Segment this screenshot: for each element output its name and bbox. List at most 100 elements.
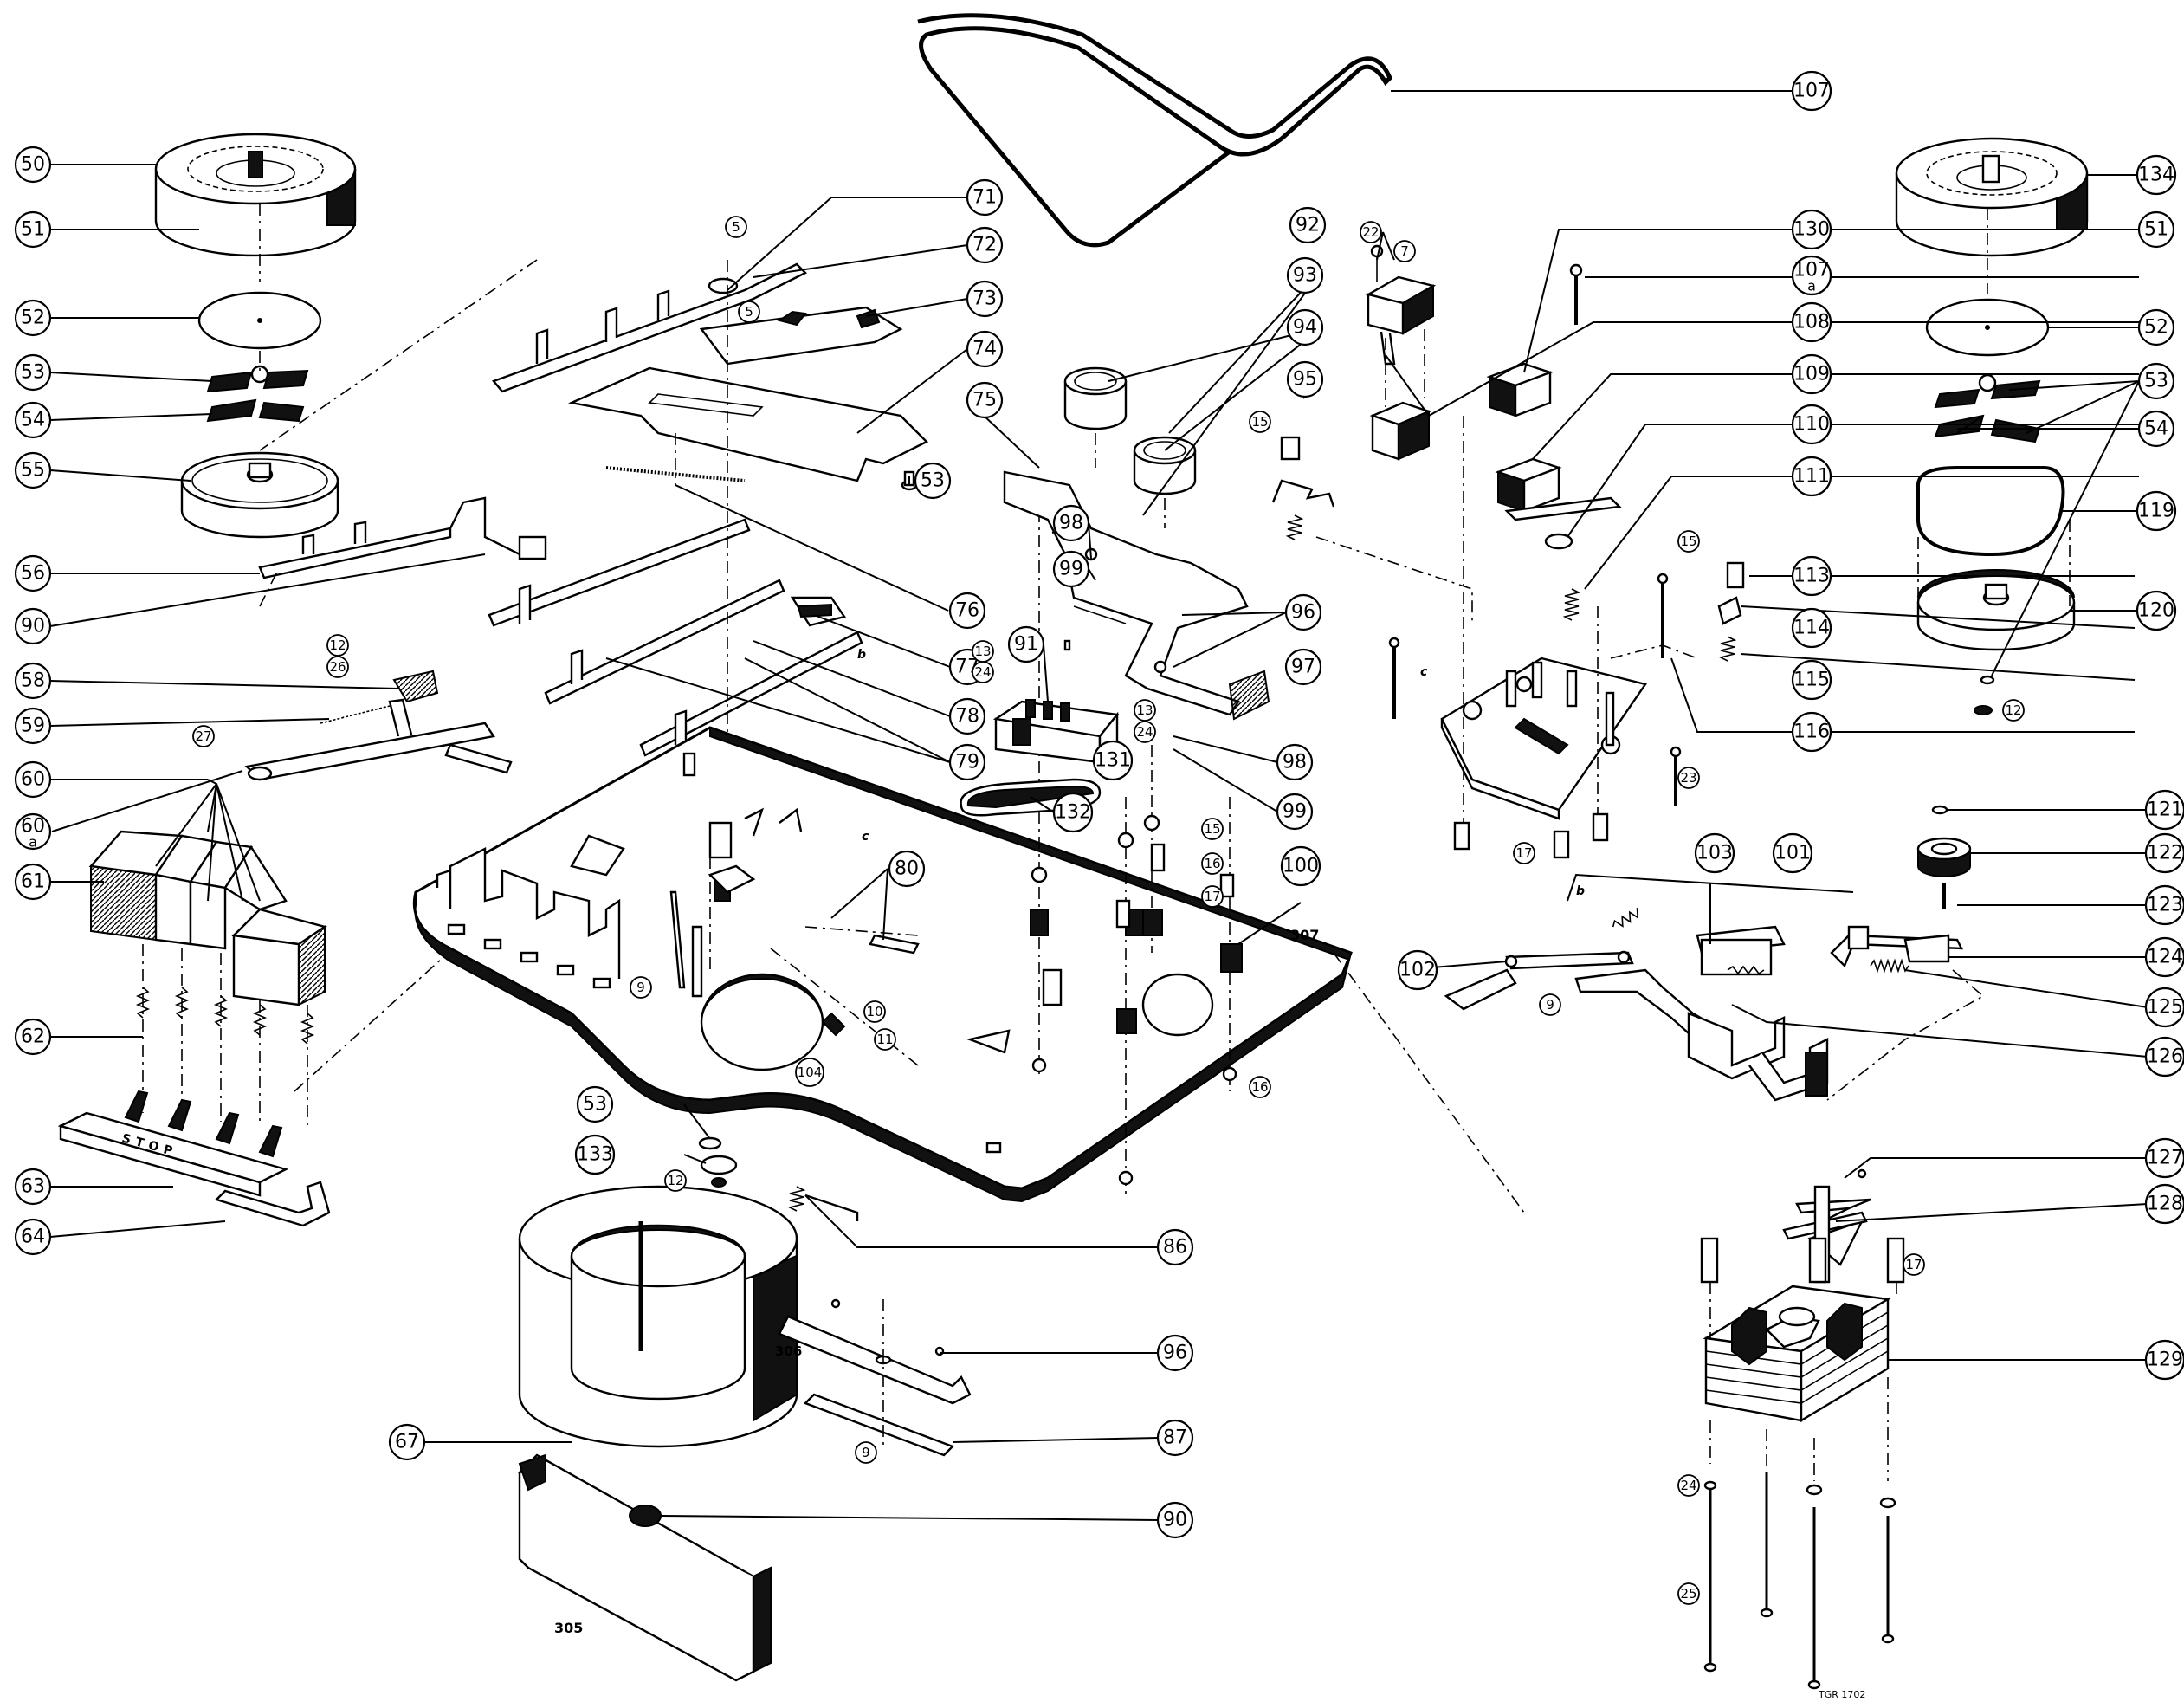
callout-96-bottom: 96 [1156,1334,1194,1372]
svg-text:60: 60 [21,816,45,838]
leader-lines [49,90,2148,1521]
callout-72: 72 [966,226,1004,264]
svg-text:53: 53 [583,1094,607,1116]
callout-124: 124 [2144,936,2184,978]
svg-text:5: 5 [732,219,740,235]
svg-text:15: 15 [1680,534,1696,549]
small-callout-11: 11 [874,1028,896,1051]
small-callout-5-top: 5 [725,216,747,238]
callout-99-bottom: 99 [1276,793,1314,831]
svg-text:129: 129 [2147,1349,2183,1371]
svg-text:116: 116 [1793,722,1830,743]
callout-122: 122 [2144,832,2184,874]
svg-text:23: 23 [1680,770,1696,786]
callout-53-left: 53 [14,353,52,392]
svg-text:10: 10 [866,1004,882,1019]
svg-text:24: 24 [1136,724,1153,740]
svg-text:a: a [1807,278,1816,294]
callout-121: 121 [2144,789,2184,831]
callout-132: 132 [1052,792,1094,833]
svg-text:60: 60 [21,769,45,791]
svg-text:108: 108 [1793,312,1830,333]
svg-text:9: 9 [862,1445,870,1460]
svg-text:111: 111 [1793,466,1830,488]
svg-text:50: 50 [21,154,45,176]
callout-86: 86 [1156,1228,1194,1266]
svg-text:121: 121 [2147,799,2183,821]
svg-text:95: 95 [1293,369,1317,391]
svg-text:97: 97 [1291,657,1315,678]
svg-text:91: 91 [1014,634,1038,656]
callout-109: 109 [1791,353,1832,395]
svg-text:12: 12 [667,1173,683,1188]
bracket-number-305: 305 [554,1620,583,1636]
small-callout-5-mid: 5 [738,301,760,323]
callout-108: 108 [1791,301,1832,343]
svg-text:90: 90 [1163,1510,1187,1531]
svg-text:78: 78 [955,706,979,728]
svg-text:101: 101 [1774,843,1811,864]
svg-text:103: 103 [1696,843,1733,864]
small-callout-104: 104 [795,1058,824,1087]
lever-assembly-101-102: b [1444,884,1829,1102]
small-callout-12-bottom: 12 [664,1169,687,1192]
callout-127: 127 [2144,1137,2184,1179]
callout-96-top: 96 [1284,593,1322,631]
svg-text:123: 123 [2147,895,2183,916]
callout-61: 61 [14,863,52,901]
callout-92: 92 [1289,206,1327,244]
svg-text:13: 13 [974,644,991,659]
svg-text:114: 114 [1793,618,1830,639]
small-callout-16-bottom: 16 [1249,1076,1271,1098]
callout-111: 111 [1791,456,1832,497]
small-callout-23: 23 [1677,767,1700,789]
svg-text:53: 53 [2144,371,2168,392]
svg-text:98: 98 [1283,752,1307,773]
small-callout-27: 27 [192,725,215,747]
svg-text:74: 74 [972,339,997,360]
svg-text:17: 17 [1515,845,1532,861]
small-callout-13-left: 13 [972,640,994,663]
svg-text:75: 75 [972,390,997,411]
callout-74: 74 [966,330,1004,368]
callout-101-bubble: 101 [1772,832,1813,874]
ref-letter-b-right: b [1576,884,1585,898]
svg-text:64: 64 [21,1226,45,1248]
ref-letter-b-deck: b [857,648,866,662]
svg-text:109: 109 [1793,364,1830,385]
callout-102: 102 [1397,949,1438,991]
drawing-code: TGR 1702 [1818,1689,1865,1700]
small-callout-9-bottom: 9 [855,1441,877,1464]
callout-99-top: 99 [1052,550,1090,588]
callout-50: 50 [14,146,52,184]
small-callout-15-deck: 15 [1201,818,1224,840]
small-callout-15-mid: 15 [1249,411,1271,433]
svg-text:61: 61 [21,871,45,893]
callout-51-left: 51 [14,210,52,249]
svg-text:51: 51 [2144,219,2168,241]
svg-text:72: 72 [972,235,997,256]
capstan-flywheel-assembly [1826,805,1985,1101]
callout-56: 56 [14,554,52,592]
svg-text:24: 24 [1680,1478,1696,1493]
small-callout-9-lever: 9 [1539,993,1561,1016]
left-lever-assemblies [244,496,547,781]
callout-60a: 60a [14,812,52,851]
small-callout-17-motor: 17 [1903,1253,1925,1276]
svg-text:113: 113 [1793,566,1830,587]
svg-text:25: 25 [1680,1586,1696,1602]
svg-text:56: 56 [21,563,45,585]
svg-text:120: 120 [2138,600,2174,622]
svg-text:52: 52 [2144,317,2168,339]
small-callout-22: 22 [1360,221,1382,243]
callout-133: 133 [574,1134,616,1175]
svg-text:104: 104 [798,1065,823,1080]
svg-text:62: 62 [21,1026,45,1048]
callout-60: 60 [14,760,52,799]
callout-53-bottom: 53 [576,1085,614,1123]
small-callout-10: 10 [863,1000,886,1023]
callout-100: 100 [1280,845,1321,887]
right-reel-turntable [1895,137,2089,715]
svg-text:99: 99 [1059,559,1083,580]
